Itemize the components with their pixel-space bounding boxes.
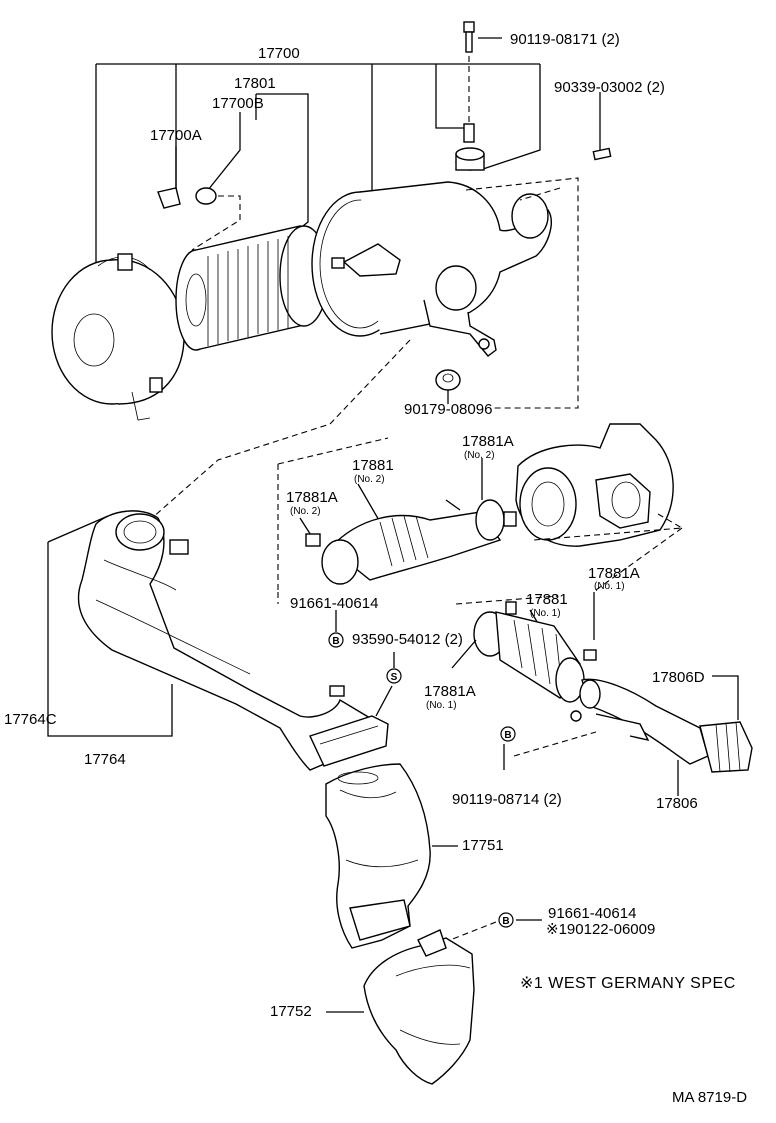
air-cleaner-assembly [51, 21, 612, 421]
plug-17700B [195, 187, 217, 205]
marker-b1: B [328, 632, 344, 648]
air-duct-17751 [325, 763, 458, 949]
grommet [455, 147, 485, 171]
label-17700B: 17700B [212, 95, 264, 112]
stud-90339-03002 [592, 147, 612, 161]
label-91661-40614-b: 91661-40614 [548, 905, 636, 922]
label-17881A-left-sub: (No. 2) [290, 506, 321, 517]
marker-b2: B [500, 726, 516, 742]
air-cleaner-housing [311, 181, 552, 357]
label-17881-no2-sub: (No. 2) [354, 474, 385, 485]
svg-text:B: B [332, 636, 339, 647]
air-cleaner-cap [51, 253, 185, 421]
marker-s1: S [386, 668, 402, 684]
label-93590-54012: 93590-54012 (2) [352, 631, 463, 648]
clip-17700A [157, 187, 181, 209]
label-90119-08171: 90119-08171 (2) [510, 31, 620, 48]
drawing-number: MA 8719-D [672, 1089, 747, 1106]
label-17752: 17752 [270, 1003, 312, 1020]
cover-17752 [326, 929, 475, 1085]
air-duct-17764 [47, 510, 389, 771]
label-17881-no2: 17881 [352, 457, 394, 474]
label-17881A-left: 17881A [286, 489, 338, 506]
label-17764: 17764 [84, 751, 126, 768]
label-90119-08714: 90119-08714 (2) [452, 791, 562, 808]
label-17881A-top-sub: (No. 2) [464, 450, 495, 461]
label-17806D: 17806D [652, 669, 705, 686]
label-17806: 17806 [656, 795, 698, 812]
label-17881A-no1-low-sub: (No. 1) [426, 700, 457, 711]
label-17700A: 17700A [150, 127, 202, 144]
bolt-90119-08171 [463, 21, 502, 53]
spec-note: ※1 WEST GERMANY SPEC [520, 975, 736, 992]
label-17751: 17751 [462, 837, 504, 854]
intake-hose-no2 [277, 437, 517, 604]
air-pipe-17806 [570, 675, 753, 796]
label-90179-08096: 90179-08096 [404, 401, 492, 418]
label-17881A-no1-right: 17881A [588, 565, 640, 582]
filter-element [175, 225, 329, 351]
label-17764C: 17764C [4, 711, 57, 728]
label-17881A-no1-low: 17881A [424, 683, 476, 700]
nut-90179-08096 [435, 369, 461, 391]
turbocharger-housing [515, 423, 674, 547]
label-17700: 17700 [258, 45, 300, 62]
intake-hose-no1 [451, 527, 683, 703]
svg-text:B: B [502, 916, 509, 927]
label-17881A-no1-right-sub: (No. 1) [594, 581, 625, 592]
svg-text:B: B [504, 730, 511, 741]
collar-part [463, 123, 475, 143]
svg-text:S: S [391, 672, 398, 683]
label-17881-no1-sub: (No. 1) [530, 608, 561, 619]
label-90122-06009: ※190122-06009 [546, 921, 655, 938]
label-17801: 17801 [234, 75, 276, 92]
label-91661-40614-a: 91661-40614 [290, 595, 378, 612]
label-90339-03002: 90339-03002 (2) [554, 79, 665, 96]
label-17881A-top: 17881A [462, 433, 514, 450]
marker-b3: B [498, 912, 514, 928]
label-17881-no1: 17881 [526, 591, 568, 608]
